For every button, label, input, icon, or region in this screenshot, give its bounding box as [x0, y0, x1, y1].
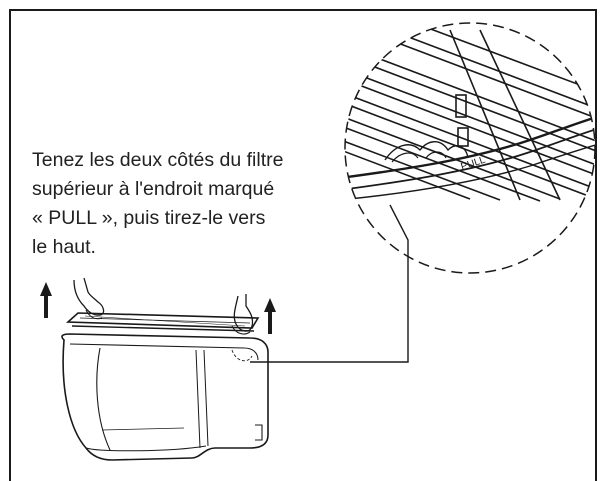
- zoom-detail-view: PULL: [344, 22, 596, 274]
- instruction-line: Tenez les deux côtés du filtre: [32, 149, 284, 171]
- lift-arrow-right: [264, 298, 276, 334]
- filter-mesh: [384, 141, 469, 161]
- right-hand: [233, 294, 254, 332]
- left-hand: [73, 277, 105, 316]
- lift-arrow-left: [40, 282, 52, 318]
- leader-line: [250, 204, 409, 363]
- instruction-text: Tenez les deux côtés du filtre supérieur…: [32, 146, 352, 262]
- instruction-line: « PULL », puis tirez-le vers: [32, 207, 266, 229]
- panel-border: [9, 9, 597, 481]
- indoor-unit-illustration: [61, 277, 269, 461]
- zoom-circle: [344, 22, 596, 274]
- filter-frame-edge: [345, 108, 595, 180]
- instruction-line: le haut.: [32, 236, 96, 258]
- instruction-line: supérieur à l'endroit marqué: [32, 178, 275, 200]
- upper-filter: [65, 312, 260, 329]
- unit-body: [61, 333, 269, 461]
